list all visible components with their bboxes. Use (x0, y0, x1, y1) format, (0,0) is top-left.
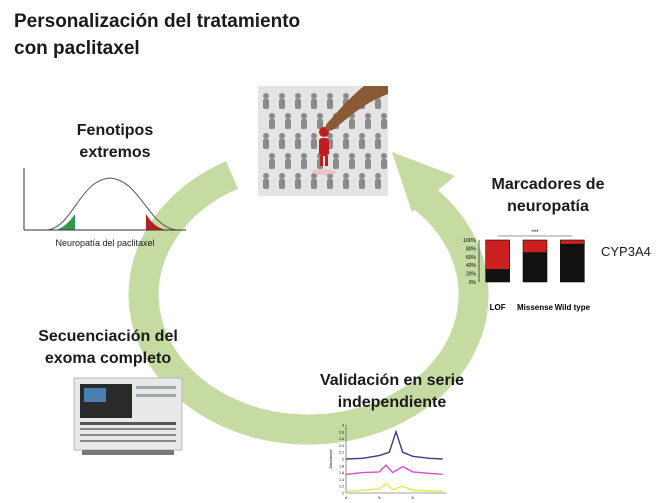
bar-segment (560, 239, 585, 245)
crowd-figure (311, 173, 317, 189)
selected-patient-figure (312, 127, 336, 175)
crowd-figure (295, 173, 301, 189)
crowd-figure (343, 173, 349, 189)
bar-y-tick-label: 80% (466, 246, 477, 252)
secuenciacion-line-2: exoma completo (44, 350, 172, 367)
line-y-tick-label: 2.2 (339, 451, 344, 455)
crowd-figure (365, 113, 371, 129)
crowd-figure (311, 133, 317, 149)
bar-category-label: Missense (517, 303, 554, 312)
crowd-figure (263, 133, 269, 149)
crowd-figure (285, 113, 291, 129)
crowd-figure (333, 153, 339, 169)
crowd-figure (279, 133, 285, 149)
line-y-tick-label: 1.2 (339, 485, 344, 489)
secuenciacion-line-1: Secuenciación del (38, 328, 178, 345)
marcadores-line-2: neuropatía (507, 198, 589, 215)
marcadores-line-1: Marcadores de (491, 176, 605, 193)
crowd-figure (375, 173, 381, 189)
crowd-figure (295, 133, 301, 149)
validacion-line-2: independiente (337, 394, 447, 411)
crowd-figure (269, 113, 275, 129)
crowd-figure (349, 153, 355, 169)
hand-arm (325, 86, 388, 131)
bar-segment (522, 239, 548, 253)
bar-y-tick-label: 60% (466, 255, 477, 261)
spectrum-line (345, 482, 443, 492)
step-validacion-label: Validación en serie independiente (312, 370, 472, 414)
crowd-figure (263, 93, 269, 109)
step-marcadores-label: Marcadores de neuropatía (478, 174, 618, 218)
significance-label: *** (531, 230, 539, 236)
line-y-tick-label: 1.4 (339, 478, 344, 482)
bar-y-tick-label: 0% (469, 280, 477, 286)
bar-y-tick-label: 20% (466, 272, 477, 278)
title-line-2: con paclitaxel (14, 38, 140, 59)
validation-line-chart: 1 1.2 1.4 1.6 1.8 2 2.2 2.4 2.6 2.8 3 4 5 6 Absorbance (329, 424, 446, 500)
bar-category-label: LOF (490, 303, 506, 312)
cycle-arrowhead (392, 152, 455, 212)
line-y-tick-label: 2.6 (339, 437, 344, 441)
bar-y-tick-label: 100% (463, 238, 476, 244)
spectrum-line (345, 464, 443, 475)
validacion-line-1: Validación en serie (319, 372, 465, 389)
line-y-tick-label: 2.8 (339, 430, 344, 434)
line-y-tick-label: 1.8 (339, 464, 344, 468)
bar-y-tick-label: 40% (466, 263, 477, 269)
crowd-figure (359, 133, 365, 149)
crowd-figure (311, 93, 317, 109)
crowd-figure (327, 173, 333, 189)
spectrum-line (345, 429, 443, 460)
fenotipos-line-1: Fenotipos (76, 122, 154, 139)
line-y-tick-label: 1.6 (339, 471, 344, 475)
line-y-tick-label: 1 (342, 492, 344, 496)
bar-segment (560, 243, 585, 283)
bar-category-label: Wild type (555, 303, 591, 312)
step-fenotipos-label: Fenotipos extremos (40, 120, 190, 164)
page-title: Personalización del tratamiento con pacl… (14, 8, 300, 62)
patient-crowd-image (258, 86, 388, 196)
crowd-figure (381, 113, 387, 129)
crowd-figure (269, 153, 275, 169)
title-line-1: Personalización del tratamiento (14, 11, 301, 32)
sequencer-machine-image (73, 377, 183, 455)
gene-label: CYP3A4 (601, 244, 651, 259)
line-y-axis-label: Absorbance (329, 449, 333, 468)
crowd-figure (301, 113, 307, 129)
normal-curve (47, 177, 177, 231)
bar-segment (485, 269, 510, 283)
line-x-tick-label: 4 (345, 495, 348, 500)
crowd-figure (359, 173, 365, 189)
line-y-tick-label: 2.4 (339, 444, 344, 448)
line-y-tick-label: 2 (342, 458, 344, 462)
crowd-figure (381, 153, 387, 169)
bar-segment (522, 252, 548, 283)
crowd-figure (343, 133, 349, 149)
low-tail-fill (56, 214, 75, 230)
fenotipos-line-2: extremos (79, 144, 151, 161)
crowd-figure (263, 173, 269, 189)
step-secuenciacion-label: Secuenciación del exoma completo (28, 326, 188, 370)
line-x-tick-label: 5 (378, 495, 381, 500)
high-tail-fill (146, 214, 166, 230)
line-x-tick-label: 6 (412, 495, 415, 500)
distribution-curve (23, 168, 186, 231)
bar-segment (485, 239, 510, 270)
crowd-figure (301, 153, 307, 169)
crowd-figure (295, 93, 301, 109)
crowd-figure (317, 113, 323, 129)
crowd-figure (365, 153, 371, 169)
crowd-figure (285, 153, 291, 169)
crowd-figure (327, 93, 333, 109)
crowd-figure (375, 133, 381, 149)
distribution-caption: Neuropatía del paclitaxel (55, 238, 155, 248)
line-y-tick-label: 3 (342, 424, 344, 428)
cycle-arc (128, 161, 489, 445)
crowd-figure (279, 173, 285, 189)
crowd-figure (279, 93, 285, 109)
